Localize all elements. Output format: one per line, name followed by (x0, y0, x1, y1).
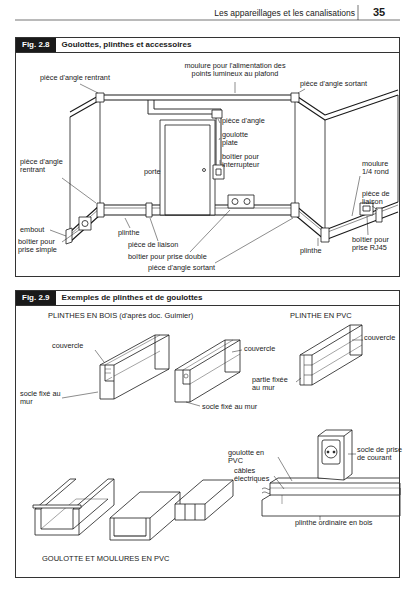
part-label: PLINTHE EN PVC (290, 312, 390, 320)
room-drawing (50, 82, 398, 263)
part-label: socle fixé au mur (20, 390, 64, 406)
part-label: socle de prise de courant (357, 446, 403, 462)
part-label: pièce de liaison (128, 241, 208, 249)
part-label: moulure pour l'alimentation des points l… (175, 62, 295, 78)
part-label: plinthe (300, 247, 340, 255)
part-label: pièce d'angle rentrant (40, 74, 130, 82)
page-header: 35 (360, 6, 398, 18)
part-label: pièce de liaison (362, 190, 398, 206)
figure-number: Fig. 2.8 (16, 38, 56, 52)
part-label: couvercle (244, 345, 289, 353)
part-label: pièce d'angle (222, 117, 282, 125)
part-label: pièce d'angle rentrant (20, 158, 66, 174)
part-label: socle fixé au mur (202, 403, 277, 411)
figure-frame: Fig. 2.9Exemples de plinthes et de goulo… (15, 290, 400, 578)
figure-title: Exemples de plinthes et de goulottes (56, 291, 209, 305)
part-label: plinthe (118, 229, 158, 237)
part-label: GOULOTTE ET MOULURES EN PVC (42, 555, 242, 563)
part-label: moulure 1/4 rond (362, 160, 398, 176)
part-label: couvercle (364, 334, 404, 342)
part-label: boîtier pour prise simple (18, 238, 66, 254)
part-label: goulotte plate (222, 131, 262, 147)
figure-number: Fig. 2.9 (16, 291, 56, 305)
part-label: boîtier pour prise RJ45 (352, 236, 398, 252)
figure-heading: Fig. 2.9Exemples de plinthes et de goulo… (16, 291, 399, 306)
part-label: pièce d'angle sortant (300, 80, 395, 88)
plinth-drawings (33, 325, 400, 540)
part-label: partie fixée au mur (252, 376, 296, 392)
part-label: boîtier pour interrupteur (222, 153, 272, 169)
figure-title: Goulottes, plinthes et accessoires (56, 38, 198, 52)
part-label: pièce d'angle sortant (148, 264, 258, 272)
part-label: plinthe ordinaire en bois (295, 519, 385, 527)
part-label: boîtier pour prise double (128, 253, 238, 261)
part-label: goulotte en PVC (228, 449, 278, 465)
part-label: porte (144, 168, 174, 176)
part-label: embout (20, 226, 52, 234)
part-label: PLINTHES EN BOIS (d'après doc. Guimier) (48, 312, 258, 320)
page-header: Les appareillages et les canalisations (150, 9, 355, 19)
figure-heading: Fig. 2.8Goulottes, plinthes et accessoir… (16, 38, 399, 53)
part-label: couvercle (52, 342, 97, 350)
part-label: câbles électriques (234, 467, 274, 483)
